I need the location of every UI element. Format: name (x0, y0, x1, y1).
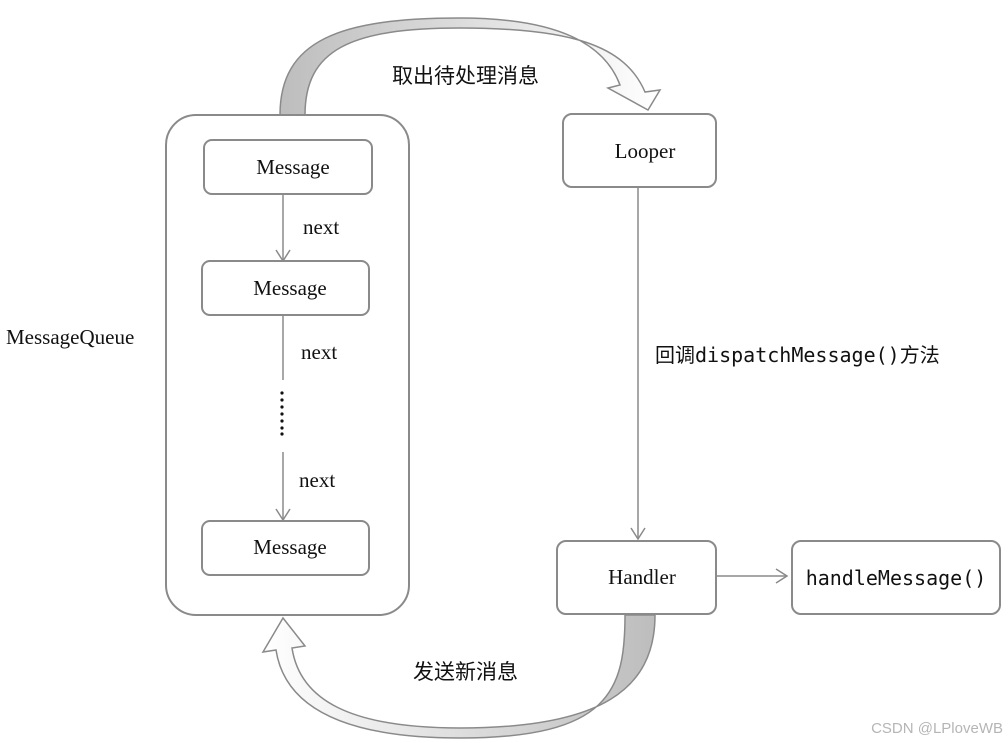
message-node-3-label: Message (253, 535, 326, 559)
send-curved-arrow (261, 614, 656, 739)
handle-message-box (791, 540, 1001, 615)
dispatch-label: 回调dispatchMessage()方法 (655, 343, 940, 367)
message-node-1 (203, 139, 373, 195)
handle-arrow-head (775, 568, 789, 584)
message-node-3 (201, 520, 370, 576)
dispatch-label-method: dispatchMessage() (695, 343, 900, 367)
message-queue-label: MessageQueue (6, 325, 134, 349)
handler-box (556, 540, 717, 615)
message-node-1-label: Message (256, 155, 329, 179)
ellipsis-dots (280, 391, 284, 436)
looper-box (562, 113, 717, 188)
next-label-1: next (303, 215, 339, 239)
message-queue-container (165, 114, 410, 616)
dispatch-label-prefix: 回调 (655, 343, 695, 367)
handle-message-label: handleMessage() (806, 566, 987, 590)
dispatch-label-suffix: 方法 (900, 343, 940, 367)
next-label-3: next (299, 468, 335, 492)
looper-label: Looper (615, 139, 676, 163)
message-node-2 (201, 260, 370, 316)
handler-label: Handler (608, 565, 676, 589)
take-out-curved-arrow (279, 17, 662, 116)
take-out-label: 取出待处理消息 (392, 64, 539, 88)
dispatch-arrow-head (630, 527, 646, 541)
send-label: 发送新消息 (413, 660, 518, 684)
next-label-2: next (301, 340, 337, 364)
message-node-2-label: Message (253, 276, 326, 300)
watermark: CSDN @LPloveWB (871, 720, 1003, 737)
